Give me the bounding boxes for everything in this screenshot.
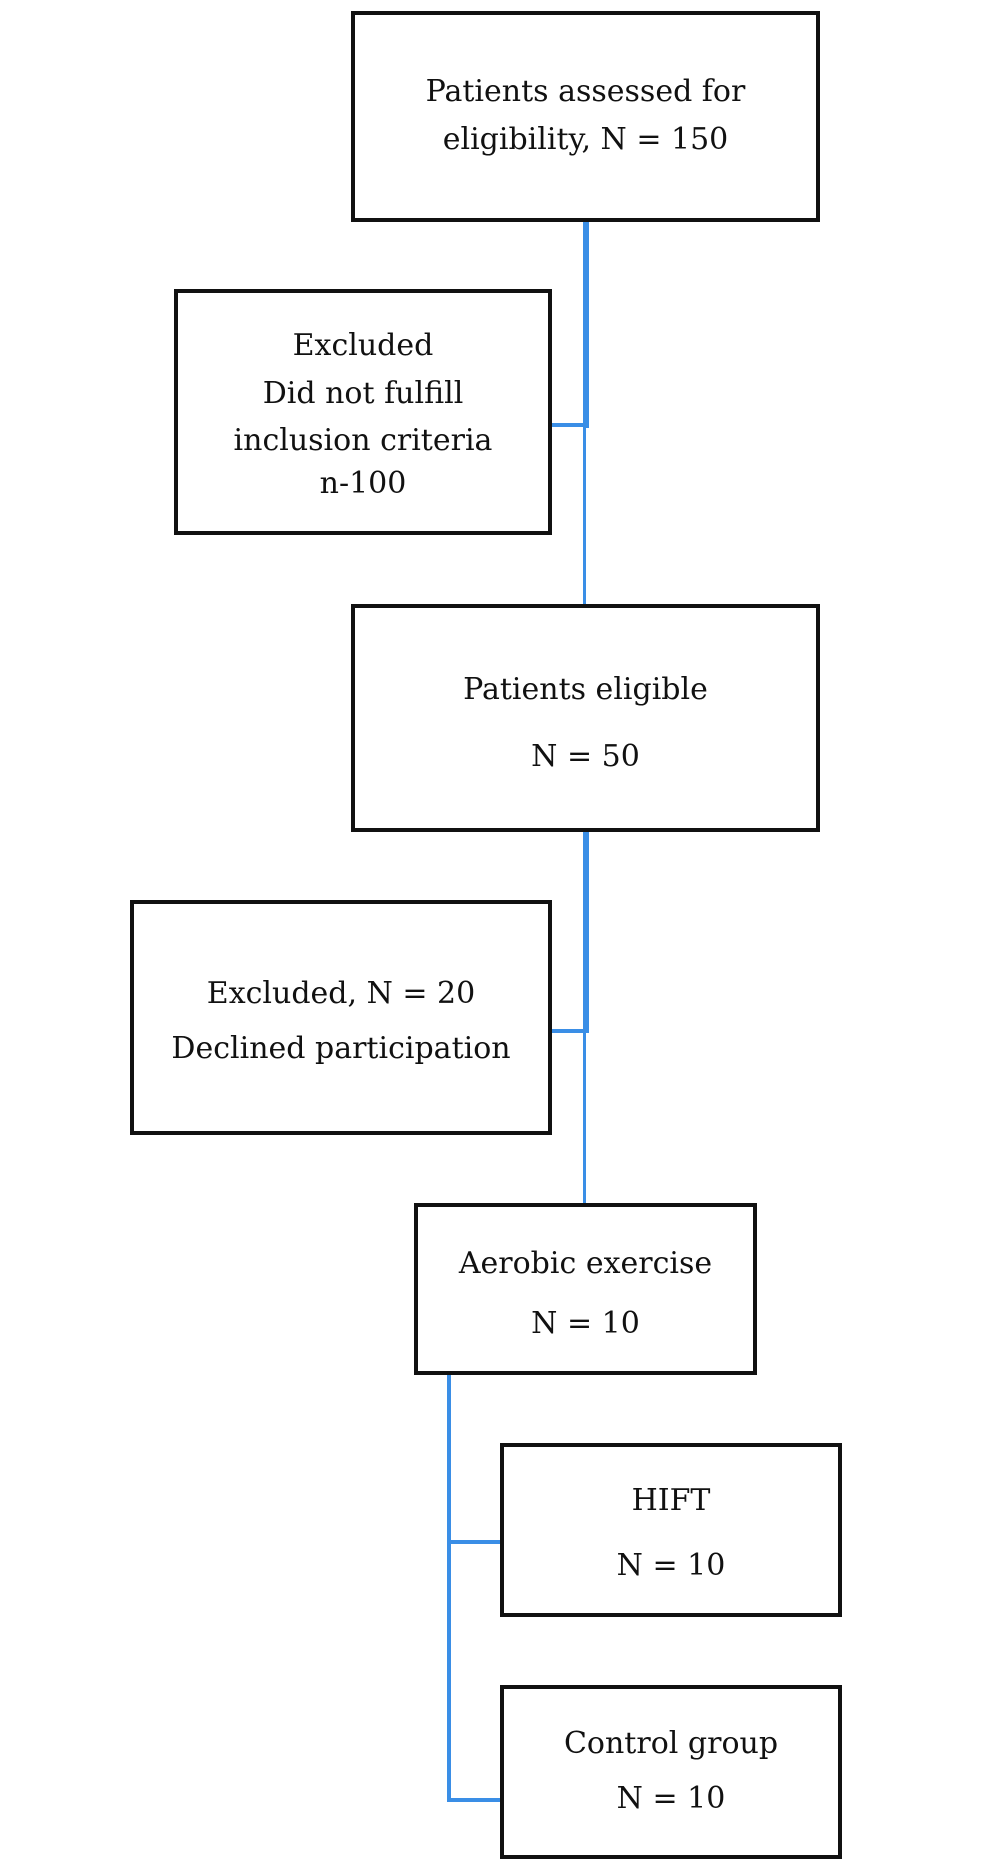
eligible-line-2: N = 50 — [531, 739, 640, 774]
connector-excluded-1-branch — [550, 423, 589, 427]
control-line-1: Control group — [563, 1726, 779, 1761]
assessed-line-2: eligibility, N = 150 — [442, 122, 729, 157]
eligible-box: Patients eligible N = 50 — [351, 604, 820, 832]
hift-line-2: N = 10 — [616, 1548, 726, 1583]
assessed-line-1: Patients assessed for — [425, 74, 746, 109]
excluded-2-box: Excluded, N = 20 Declined participation — [130, 900, 552, 1135]
excluded-1-line-4: n-100 — [319, 466, 407, 501]
connector-lower-trunk-2 — [583, 1029, 586, 1204]
aerobic-line-1: Aerobic exercise — [458, 1246, 713, 1281]
hift-line-1: HIFT — [631, 1483, 711, 1518]
excluded-1-line-2: Did not fulfill — [262, 376, 464, 411]
control-line-2: N = 10 — [616, 1781, 726, 1816]
connector-assessed-to-eligible — [583, 220, 589, 428]
hift-box: HIFT N = 10 — [500, 1443, 842, 1617]
excluded-1-line-3: inclusion criteria — [233, 423, 493, 458]
connector-hift-branch — [447, 1540, 502, 1544]
excluded-1-line-1: Excluded — [292, 328, 434, 363]
excluded-2-line-2: Declined participation — [171, 1031, 511, 1066]
excluded-1-box: Excluded Did not fulfill inclusion crite… — [174, 289, 552, 535]
connector-eligible-to-aerobic — [583, 830, 589, 1032]
assessed-box: Patients assessed for eligibility, N = 1… — [351, 11, 820, 222]
eligible-line-1: Patients eligible — [463, 672, 708, 707]
excluded-2-line-1: Excluded, N = 20 — [206, 976, 476, 1011]
connector-aerobic-trunk — [447, 1374, 451, 1802]
connector-control-branch — [447, 1798, 502, 1802]
connector-excluded-2-branch — [550, 1029, 589, 1033]
aerobic-box: Aerobic exercise N = 10 — [414, 1203, 757, 1375]
control-box: Control group N = 10 — [500, 1685, 842, 1859]
aerobic-line-2: N = 10 — [531, 1306, 640, 1341]
connector-lower-trunk-1 — [583, 423, 586, 606]
